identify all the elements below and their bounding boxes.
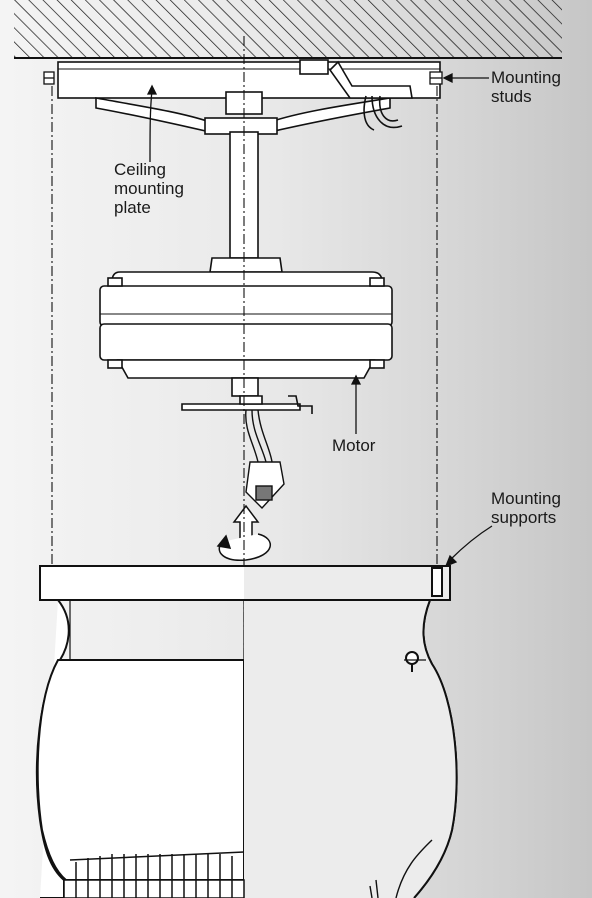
vents — [63, 851, 245, 898]
rotate-arrow-icon — [216, 533, 272, 561]
motor-label: Motor — [332, 436, 376, 455]
ceiling-mounting-plate-label: Ceiling mounting plate — [114, 160, 184, 217]
mounting-stud-right — [429, 71, 443, 85]
mounting-supports-label: Mounting supports — [491, 489, 561, 527]
guide-lines — [51, 36, 438, 898]
mounting-stud-left — [43, 71, 55, 85]
leader-lines — [146, 72, 493, 568]
ceiling — [14, 0, 562, 59]
motor — [99, 257, 393, 414]
mounting-studs-label: Mounting studs — [491, 68, 561, 106]
switch-housing — [35, 565, 458, 898]
wire-connector — [245, 409, 285, 510]
